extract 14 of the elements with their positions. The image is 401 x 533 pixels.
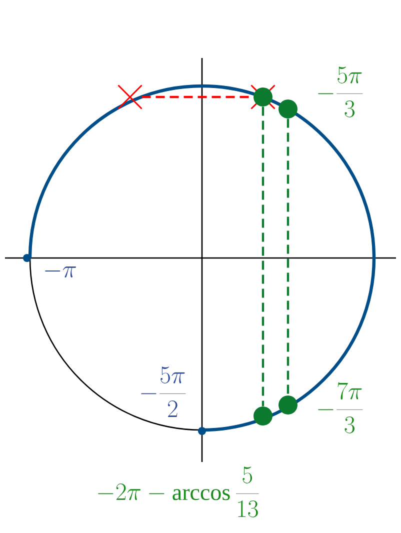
- point-label: $-\frac{5\pi}{2}$: [141, 366, 186, 417]
- point: [198, 427, 206, 435]
- point-label: $-\frac{5\pi}{3}$: [318, 66, 363, 118]
- angle-label: $-2\pi-\arccos\frac{5}{13}$: [98, 466, 259, 518]
- point: [278, 100, 298, 118]
- point: [254, 406, 272, 426]
- cross-mark: [118, 84, 142, 110]
- point-label: $-\pi$: [45, 266, 76, 278]
- point: [278, 396, 298, 414]
- point: [23, 254, 31, 262]
- dashed-line: [262, 106, 264, 406]
- dashed-line: [286, 118, 290, 396]
- point-label: $-\frac{7\pi}{3}$: [318, 382, 363, 434]
- dashed-line: [142, 96, 252, 98]
